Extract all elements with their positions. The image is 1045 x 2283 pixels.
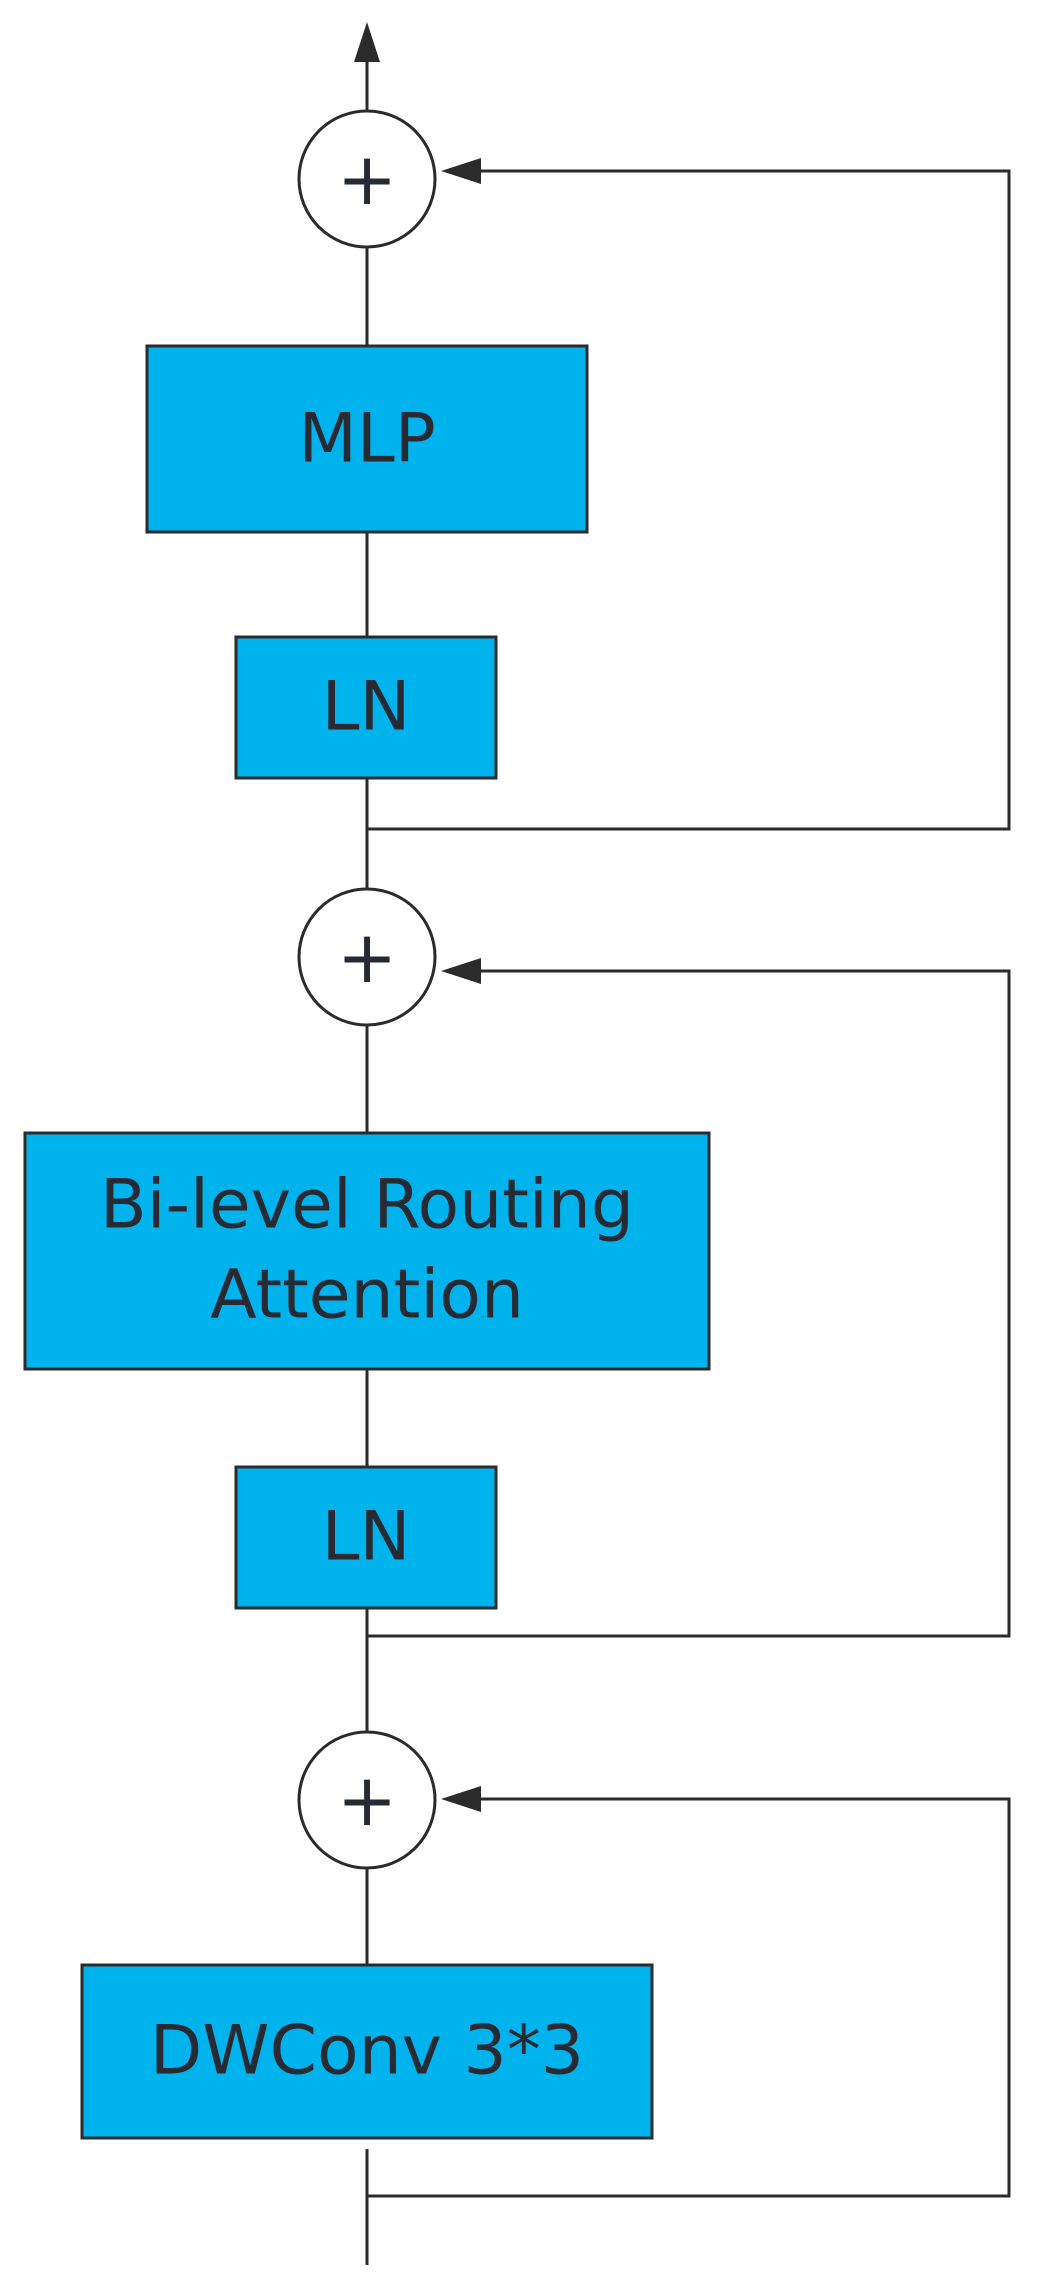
skip-connection-mlp [367,169,1011,831]
skip-connection-attention [367,969,1011,1638]
attention-label-line1: Bi-level Routing [100,1166,634,1245]
mlp-label: MLP [298,400,436,479]
skip-connection-dwconv [367,1797,1011,2198]
layernorm-label-bottom: LN [322,1498,411,1577]
layernorm-label-top: LN [322,668,411,747]
add-node-middle: + [297,887,437,1027]
skip-arrowhead-dwconv [441,1786,481,1812]
add-node-top: + [297,109,437,249]
skip-arrowhead-mlp [441,158,481,184]
add-node-bottom: + [297,1730,437,1870]
add-symbol-bottom: + [337,1758,397,1842]
add-symbol-top: + [337,137,397,221]
mlp-block: MLP [145,344,589,534]
dwconv-block: DWConv 3*3 [80,1963,654,2140]
layernorm-block-bottom: LN [234,1465,498,1610]
add-symbol-middle: + [337,915,397,999]
bi-level-routing-attention-block: Bi-level Routing Attention [23,1131,711,1371]
attention-label-line2: Attention [210,1256,524,1335]
skip-arrowhead-attention [441,958,481,984]
layernorm-block-top: LN [234,635,498,780]
dwconv-label: DWConv 3*3 [150,2012,584,2091]
output-arrowhead [354,22,380,62]
